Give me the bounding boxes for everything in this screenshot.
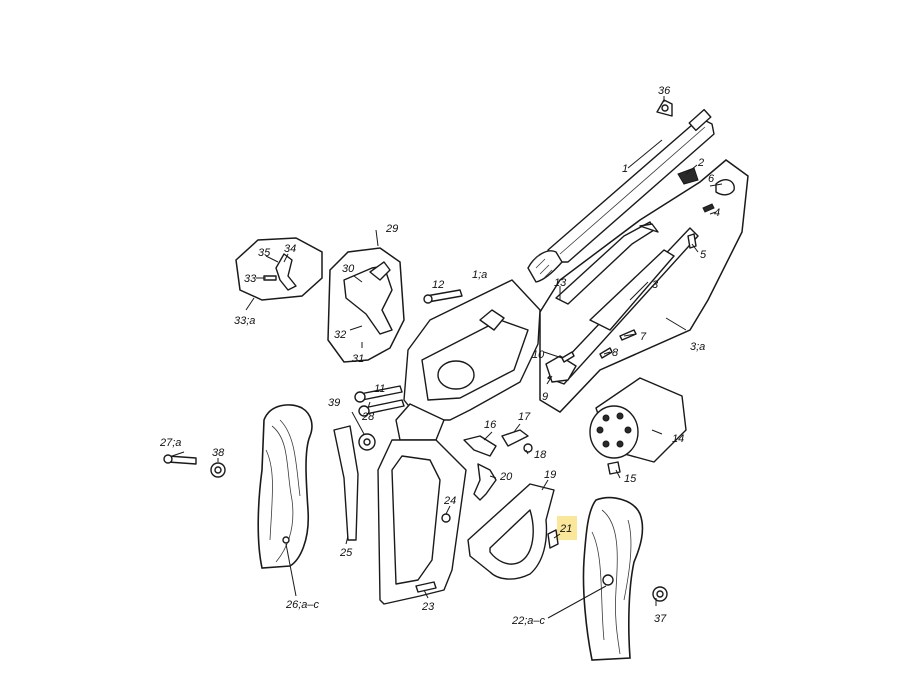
label-7: 7 <box>640 331 647 343</box>
front-sight-36 <box>656 99 673 117</box>
label-36: 36 <box>658 85 671 97</box>
label-17: 17 <box>518 411 531 423</box>
label-33a: 33;a <box>234 315 255 327</box>
trigger-spring-17 <box>501 429 529 447</box>
washer-39 <box>358 433 376 451</box>
label-23: 23 <box>421 601 435 613</box>
bolt-group-outline <box>235 237 323 301</box>
rammer-13 <box>555 221 659 305</box>
label-9: 9 <box>542 391 548 403</box>
label-11: 11 <box>374 383 385 395</box>
escutcheon-37 <box>652 586 668 602</box>
label-26: 26;a–c <box>285 599 320 611</box>
hammer[interactable] <box>343 261 393 335</box>
label-30: 30 <box>342 263 355 275</box>
trigger-20 <box>473 463 497 501</box>
label-22: 22;a–c <box>511 615 546 627</box>
label-8: 8 <box>612 347 619 359</box>
label-20: 20 <box>499 471 513 483</box>
label-12: 12 <box>432 279 444 291</box>
label-3: 3 <box>652 279 659 291</box>
label-10: 10 <box>532 349 545 361</box>
label-28: 28 <box>361 411 375 423</box>
label-31: 31 <box>352 353 364 365</box>
label-37: 37 <box>654 613 667 625</box>
left-grip-panel[interactable] <box>257 404 313 569</box>
label-21: 21 <box>559 523 572 535</box>
lever-group-outline <box>539 159 749 413</box>
label-29: 29 <box>385 223 398 235</box>
label-25: 25 <box>339 547 353 559</box>
loading-spring <box>527 250 563 283</box>
label-34: 34 <box>284 243 296 255</box>
bolt <box>263 253 297 291</box>
hammer-group-outline <box>327 247 405 363</box>
label-39: 39 <box>328 397 340 409</box>
label-33: 33 <box>244 273 257 285</box>
small-pins-lever <box>561 167 735 363</box>
screws-small <box>415 443 559 593</box>
cylinder[interactable] <box>589 377 687 463</box>
label-4: 4 <box>714 207 720 219</box>
trigger-guard[interactable] <box>467 483 555 580</box>
label-1: 1 <box>622 163 628 175</box>
mainspring-25 <box>333 425 359 541</box>
label-6: 6 <box>708 173 715 185</box>
label-35: 35 <box>258 247 271 259</box>
label-1a: 1;a <box>472 269 487 281</box>
label-5: 5 <box>700 249 707 261</box>
nipple-15 <box>607 461 621 475</box>
loading-lever[interactable] <box>545 227 699 385</box>
escutcheon-38 <box>210 462 226 478</box>
frame[interactable] <box>395 279 541 441</box>
label-32: 32 <box>334 329 346 341</box>
part-labels: 1 1;a 2 3 3;a 4 5 6 7 8 9 10 11 12 13 14… <box>159 85 720 627</box>
highlight-part-21 <box>557 516 577 540</box>
label-19: 19 <box>544 469 556 481</box>
screws-28-11-12 <box>354 289 463 417</box>
screw-27a <box>163 454 197 465</box>
label-15: 15 <box>624 473 637 485</box>
label-38: 38 <box>212 447 225 459</box>
label-3a: 3;a <box>690 341 705 353</box>
label-14: 14 <box>672 433 684 445</box>
label-2: 2 <box>697 157 704 169</box>
grip-frame[interactable] <box>377 439 467 605</box>
label-24: 24 <box>443 495 456 507</box>
label-18: 18 <box>534 449 547 461</box>
leader-lines <box>171 96 723 619</box>
label-27a: 27;a <box>159 437 181 449</box>
right-grip-panel[interactable] <box>582 496 644 661</box>
label-16: 16 <box>484 419 497 431</box>
label-13: 13 <box>554 277 567 289</box>
trigger-16 <box>463 435 497 457</box>
